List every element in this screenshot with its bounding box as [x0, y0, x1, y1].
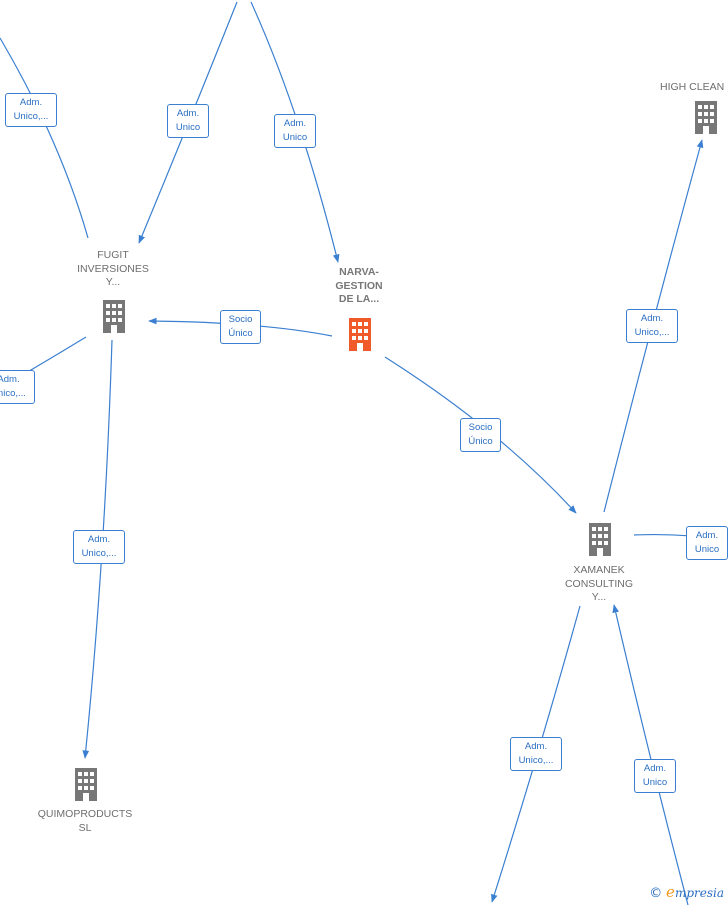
copyright-symbol: ©	[649, 886, 663, 901]
building-icon-xamanek	[589, 523, 611, 556]
edge-e11	[612, 604, 689, 905]
edge-label-e7[interactable]: Socio Único	[460, 418, 501, 452]
edge-label-e1[interactable]: Adm. Unico,...	[5, 93, 57, 127]
edge-label-e11[interactable]: Adm. Unico	[634, 759, 676, 793]
edge-label-e6[interactable]: Adm. Unico,...	[73, 530, 125, 564]
building-icon-quimoproducts	[75, 768, 97, 801]
edge-label-e9[interactable]: Adm. Unico	[686, 526, 728, 560]
building-icon-high-clean	[695, 101, 717, 134]
node-label-high-clean[interactable]: HIGH CLEAN	[660, 81, 725, 93]
edge-label-e4[interactable]: Socio Único	[220, 310, 261, 344]
edge-label-e3[interactable]: Adm. Unico	[274, 114, 316, 148]
edge-label-e10[interactable]: Adm. Unico,...	[510, 737, 562, 771]
building-icon-fugit	[103, 300, 125, 333]
node-label-xamanek[interactable]: XAMANEK CONSULTING Y...	[564, 564, 634, 603]
watermark-initial: e	[666, 883, 675, 901]
empresia-watermark: © empresia	[649, 883, 724, 901]
edge-label-e2[interactable]: Adm. Unico	[167, 104, 209, 138]
edge-label-e5[interactable]: Adm. Unico,...	[0, 370, 35, 404]
edge-label-e8[interactable]: Adm. Unico,...	[626, 309, 678, 343]
edge-e1	[0, 37, 89, 239]
watermark-text: mpresia	[674, 886, 724, 900]
node-label-fugit[interactable]: FUGIT INVERSIONES Y...	[77, 249, 149, 288]
node-label-narva[interactable]: NARVA- GESTION DE LA...	[335, 266, 383, 305]
node-label-quimoproducts[interactable]: QUIMOPRODUCTS SL	[37, 808, 133, 834]
building-icon-narva	[349, 318, 371, 351]
